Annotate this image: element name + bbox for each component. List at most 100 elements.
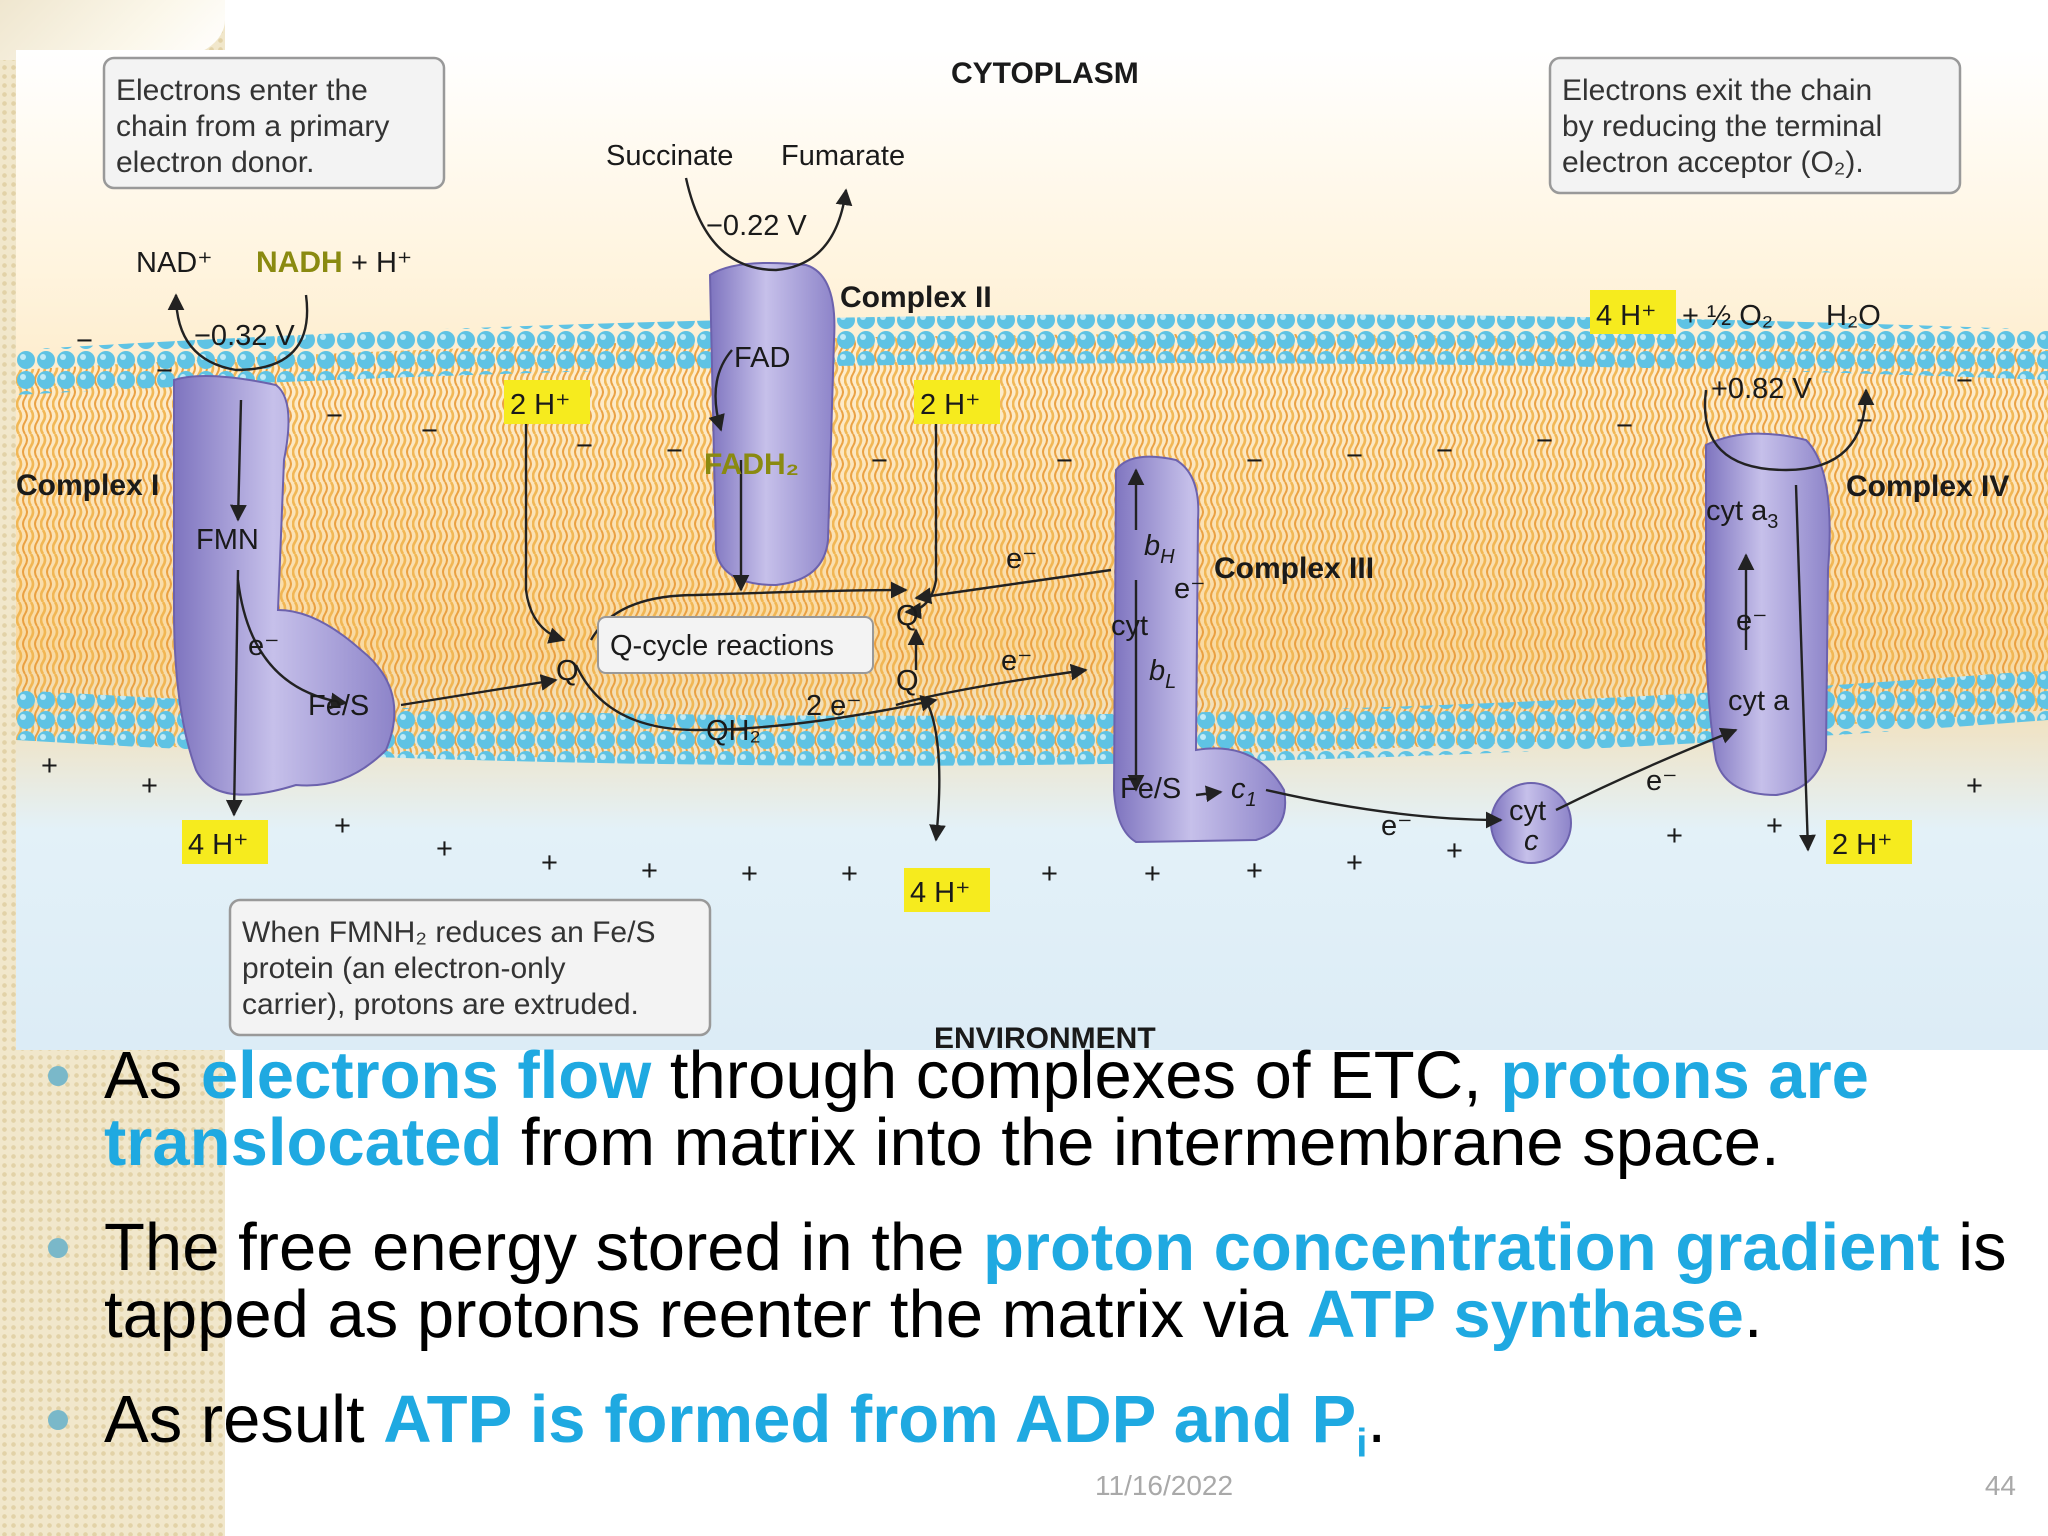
svg-text:−: − (576, 430, 593, 462)
electron-label: e⁻ (248, 630, 279, 662)
svg-text:protein (an electron-only: protein (an electron-only (242, 952, 566, 985)
complex-iii-shape (1112, 455, 1287, 844)
electron-iv-label: e⁻ (1736, 605, 1767, 637)
svg-text:−: − (666, 435, 683, 467)
svg-text:−: − (1536, 425, 1553, 457)
bullet-text: . (1743, 1277, 1763, 1352)
svg-text:+: + (41, 750, 58, 782)
svg-text:electron acceptor (O₂).: electron acceptor (O₂). (1562, 146, 1864, 179)
svg-text:electron donor.: electron donor. (116, 146, 314, 179)
proton-2h-middle: 2 H⁺ (914, 380, 1000, 424)
nadh-h-label: + H⁺ (351, 247, 412, 279)
svg-text:+: + (1666, 820, 1683, 852)
bullet-highlight-text: proton concentration gradient (982, 1210, 1940, 1285)
complex-i-label: Complex I (16, 469, 159, 502)
nadh-voltage: −0.32 V (194, 320, 295, 352)
bullet-text: The free energy stored in the (104, 1210, 983, 1285)
cyt-a-label: cyt a (1728, 685, 1790, 717)
note-fmnh2-extrusion: When FMNH₂ reduces an Fe/S protein (an e… (228, 898, 712, 1037)
two-electron-label: 2 e⁻ (806, 690, 862, 722)
svg-text:−: − (156, 355, 173, 387)
bullet-dot-icon (48, 1066, 68, 1086)
svg-text:2 H⁺: 2 H⁺ (510, 389, 570, 421)
electron-lower-label: e⁻ (1001, 645, 1032, 677)
bullet-item: As electrons flow through complexes of E… (40, 1042, 2030, 1176)
fumarate-label: Fumarate (781, 140, 905, 172)
svg-text:+: + (1144, 858, 1161, 890)
note-electrons-exit: Electrons exit the chain by reducing the… (1548, 56, 1962, 195)
fes-complex-iii-label: Fe/S (1120, 773, 1181, 805)
bullet-highlight-text: electrons flow (200, 1038, 652, 1113)
bullet-highlight-text: i (1356, 1421, 1368, 1466)
bullet-dot-icon (48, 1410, 68, 1430)
svg-text:Q-cycle reactions: Q-cycle reactions (610, 630, 834, 662)
svg-text:Electrons enter the: Electrons enter the (116, 74, 368, 107)
svg-text:−: − (871, 445, 888, 477)
svg-text:−: − (421, 415, 438, 447)
svg-text:+: + (334, 810, 351, 842)
bullet-dot-icon (48, 1238, 68, 1258)
svg-text:+: + (1246, 855, 1263, 887)
proton-2h-complex-iv: 2 H⁺ (1826, 820, 1912, 864)
cytc-top-label: cyt (1509, 795, 1546, 827)
bullet-text: through complexes of ETC, (651, 1038, 1501, 1113)
svg-text:by reducing the terminal: by reducing the terminal (1562, 110, 1882, 143)
svg-text:4 H⁺: 4 H⁺ (188, 829, 248, 861)
bullet-text: is tapped as protons reenter the matrix … (104, 1210, 2007, 1352)
bh-label: bH (1144, 530, 1175, 568)
complex-iv-shape (1704, 432, 1831, 797)
succinate-label: Succinate (606, 140, 733, 172)
svg-text:+: + (741, 858, 758, 890)
svg-text:+: + (436, 833, 453, 865)
svg-text:2 H⁺: 2 H⁺ (1832, 829, 1892, 861)
svg-text:+: + (1041, 858, 1058, 890)
proton-4h-complex-iii: 4 H⁺ (904, 868, 990, 912)
cyt-iii-label: cyt (1111, 610, 1148, 642)
svg-text:chain from a primary: chain from a primary (116, 110, 389, 143)
qh2-label: QH₂ (706, 715, 761, 747)
svg-text:Electrons exit the chain: Electrons exit the chain (1562, 74, 1872, 107)
svg-text:When FMNH₂ reduces an Fe/S: When FMNH₂ reduces an Fe/S (242, 916, 655, 949)
h2o-label: H₂O (1826, 300, 1881, 332)
proton-4h-complex-i: 4 H⁺ (182, 820, 268, 864)
svg-text:−: − (1056, 445, 1073, 477)
nadh-label: NADH (256, 246, 343, 279)
svg-text:−: − (1436, 435, 1453, 467)
svg-text:+: + (541, 847, 558, 879)
bl-label: bL (1149, 655, 1176, 693)
electron-upper-label: e⁻ (1006, 543, 1037, 575)
bullet-item: The free energy stored in the proton con… (40, 1214, 2030, 1348)
bullet-highlight-text: protons are translocated (104, 1038, 1869, 1180)
svg-text:+: + (641, 855, 658, 887)
membrane (16, 314, 2048, 766)
svg-text:−: − (1346, 440, 1363, 472)
bullet-highlight-text: ATP is formed from ADP and P (383, 1382, 1357, 1457)
bullet-text: from matrix into the intermembrane space… (502, 1105, 1780, 1180)
cyt-a3-label: cyt a3 (1706, 495, 1778, 533)
cytc-bottom-label: c (1524, 825, 1539, 857)
footer-date: 11/16/2022 (1095, 1470, 1234, 1501)
highlight-4h-iv (1590, 290, 1676, 334)
svg-text:carrier), protons are extruded: carrier), protons are extruded. (242, 988, 639, 1021)
svg-text:−: − (1616, 410, 1633, 442)
cytoplasm-label: CYTOPLASM (951, 57, 1139, 90)
complex-iv-label: Complex IV (1846, 470, 2009, 503)
fes-complex-i-label: Fe/S (308, 690, 369, 722)
electron-to-iv-label: e⁻ (1646, 765, 1677, 797)
nad-label: NAD⁺ (136, 247, 213, 279)
q-top-label: Q (896, 600, 919, 632)
svg-text:−: − (1956, 365, 1973, 397)
svg-text:+: + (141, 770, 158, 802)
svg-text:+: + (1346, 847, 1363, 879)
bullet-text: As (104, 1038, 201, 1113)
bullet-highlight-text: ATP synthase (1306, 1277, 1744, 1352)
complex-ii-label: Complex II (840, 281, 992, 314)
slide-number: 44 (1984, 1470, 2016, 1501)
fad-label: FAD (734, 342, 790, 374)
svg-text:−: − (76, 325, 93, 357)
svg-text:−: − (1246, 445, 1263, 477)
complex-i-shape (173, 375, 396, 796)
note-electrons-enter: Electrons enter the chain from a primary… (102, 56, 446, 190)
fadh2-label: FADH₂ (704, 448, 799, 481)
bullet-list: As electrons flow through complexes of E… (40, 1042, 2030, 1515)
